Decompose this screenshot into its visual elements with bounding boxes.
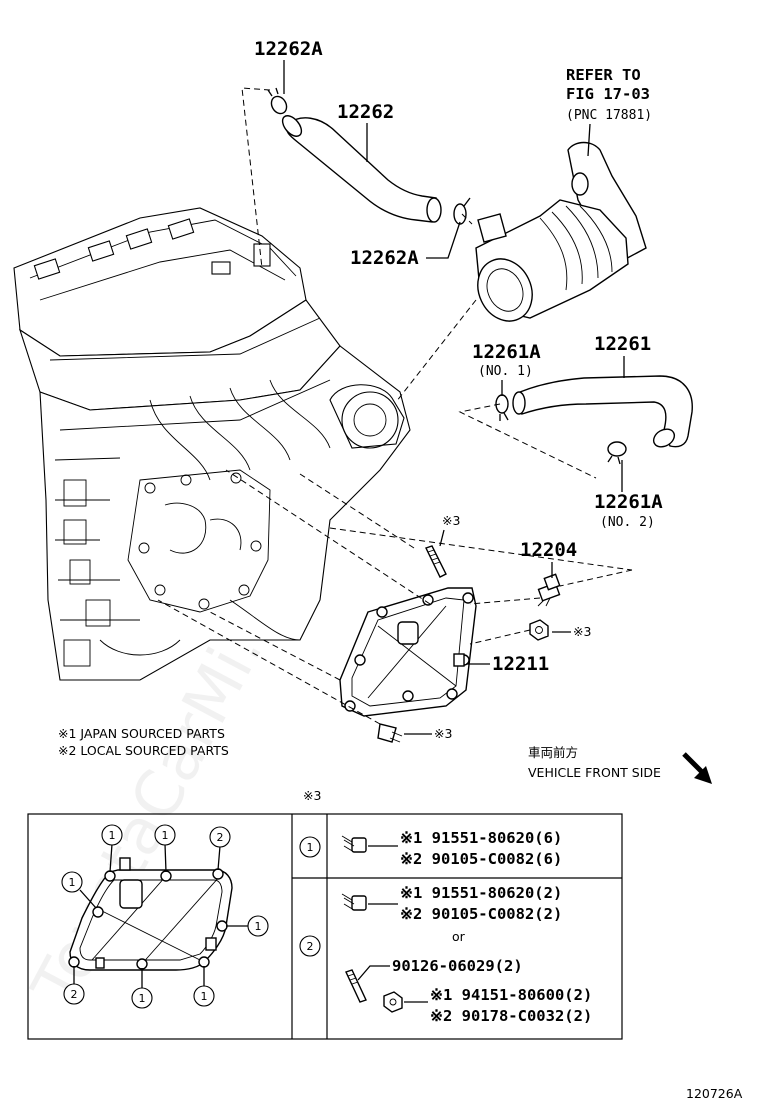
- label-12204: 12204: [520, 539, 577, 561]
- case-bolt-pattern-diagram: [68, 857, 233, 971]
- svg-text:2: 2: [217, 831, 224, 844]
- ventilation-hose-lower: [512, 375, 693, 448]
- label-bolt-mark: ※3: [434, 726, 452, 741]
- label-12261: 12261: [594, 333, 651, 355]
- front-arrow-icon: [682, 752, 712, 784]
- label-12261A-no1-note: (NO. 1): [478, 364, 533, 379]
- row2-local-part: ※2 90105-C0082(2): [400, 905, 562, 923]
- callout-leaders: [73, 843, 248, 988]
- refer-line-3: (PNC 17881): [566, 108, 652, 123]
- hose-clamp-upper-b: [453, 197, 471, 225]
- front-jp: 車両前方: [528, 745, 578, 760]
- label-12262A-upper: 12262A: [254, 38, 323, 60]
- hose-clamp-upper-a: [267, 87, 288, 115]
- flange-bolt: [377, 723, 403, 743]
- refer-line-1: REFER TO: [566, 66, 641, 84]
- engine-block: [13, 207, 411, 681]
- row1-circle: [299, 836, 321, 858]
- stud-bolt: [425, 545, 447, 578]
- part-labels: 12262A 12262 12262A REFER TO FIG 17-03 (…: [254, 38, 663, 741]
- row2-nut-icon: [383, 991, 403, 1013]
- front-en: VEHICLE FRONT SIDE: [528, 765, 661, 780]
- row1-jp-part: ※1 91551-80620(6): [400, 829, 562, 847]
- row1-bolt-icon: [341, 835, 367, 853]
- label-12211: 12211: [492, 653, 549, 675]
- row1-local-part: ※2 90105-C0082(6): [400, 850, 562, 868]
- table-header-mark: ※3: [303, 788, 321, 803]
- row1-circle-label: 1: [307, 841, 314, 854]
- row2-stud-icon: [345, 969, 367, 1003]
- svg-text:1: 1: [139, 992, 146, 1005]
- svg-text:1: 1: [255, 920, 262, 933]
- svg-text:1: 1: [201, 990, 208, 1003]
- fastener-table: ※3 1 ※1 91551-80620(6) ※2 90105-C0082(6)…: [27, 788, 623, 1040]
- row2-circle: [299, 935, 321, 957]
- label-stud-mark: ※3: [442, 513, 460, 528]
- row2-stud: 90126-06029(2): [392, 957, 523, 975]
- label-12261A-no2-note: (NO. 2): [600, 515, 655, 530]
- row2-jp-part: ※1 91551-80620(2): [400, 884, 562, 902]
- label-12261A-no1: 12261A: [472, 341, 541, 363]
- dashed-leaders: [157, 87, 633, 725]
- svg-text:1: 1: [109, 829, 116, 842]
- air-intake-duct: [475, 141, 647, 322]
- svg-text:1: 1: [69, 876, 76, 889]
- label-nut-mark: ※3: [573, 624, 591, 639]
- hose-clamp-lower-2: [607, 441, 627, 465]
- label-12261A-no2: 12261A: [594, 491, 663, 513]
- row2-nut-jp: ※1 94151-80600(2): [430, 986, 592, 1004]
- row2-nut-local: ※2 90178-C0032(2): [430, 1007, 592, 1025]
- callout-circles: 1 1 2 1 1 2 1 1: [61, 824, 269, 1009]
- pcv-valve: [537, 573, 561, 607]
- row2-or: or: [452, 929, 466, 944]
- svg-text:1: 1: [162, 829, 169, 842]
- hose-clamp-lower-1: [495, 394, 509, 421]
- label-12262: 12262: [337, 101, 394, 123]
- oil-separator-case: [339, 587, 477, 717]
- ventilation-hose-upper: [281, 115, 442, 223]
- label-12262A-lower: 12262A: [350, 247, 419, 269]
- legend-local: ※2 LOCAL SOURCED PARTS: [58, 743, 229, 758]
- row2-circle-label: 2: [307, 940, 314, 953]
- flange-nut: [529, 619, 549, 641]
- svg-text:2: 2: [71, 988, 78, 1001]
- legend-japan: ※1 JAPAN SOURCED PARTS: [58, 726, 225, 741]
- figure-id: 120726A: [686, 1086, 743, 1101]
- refer-line-2: FIG 17-03: [566, 85, 650, 103]
- row2-bolt-icon: [341, 893, 367, 911]
